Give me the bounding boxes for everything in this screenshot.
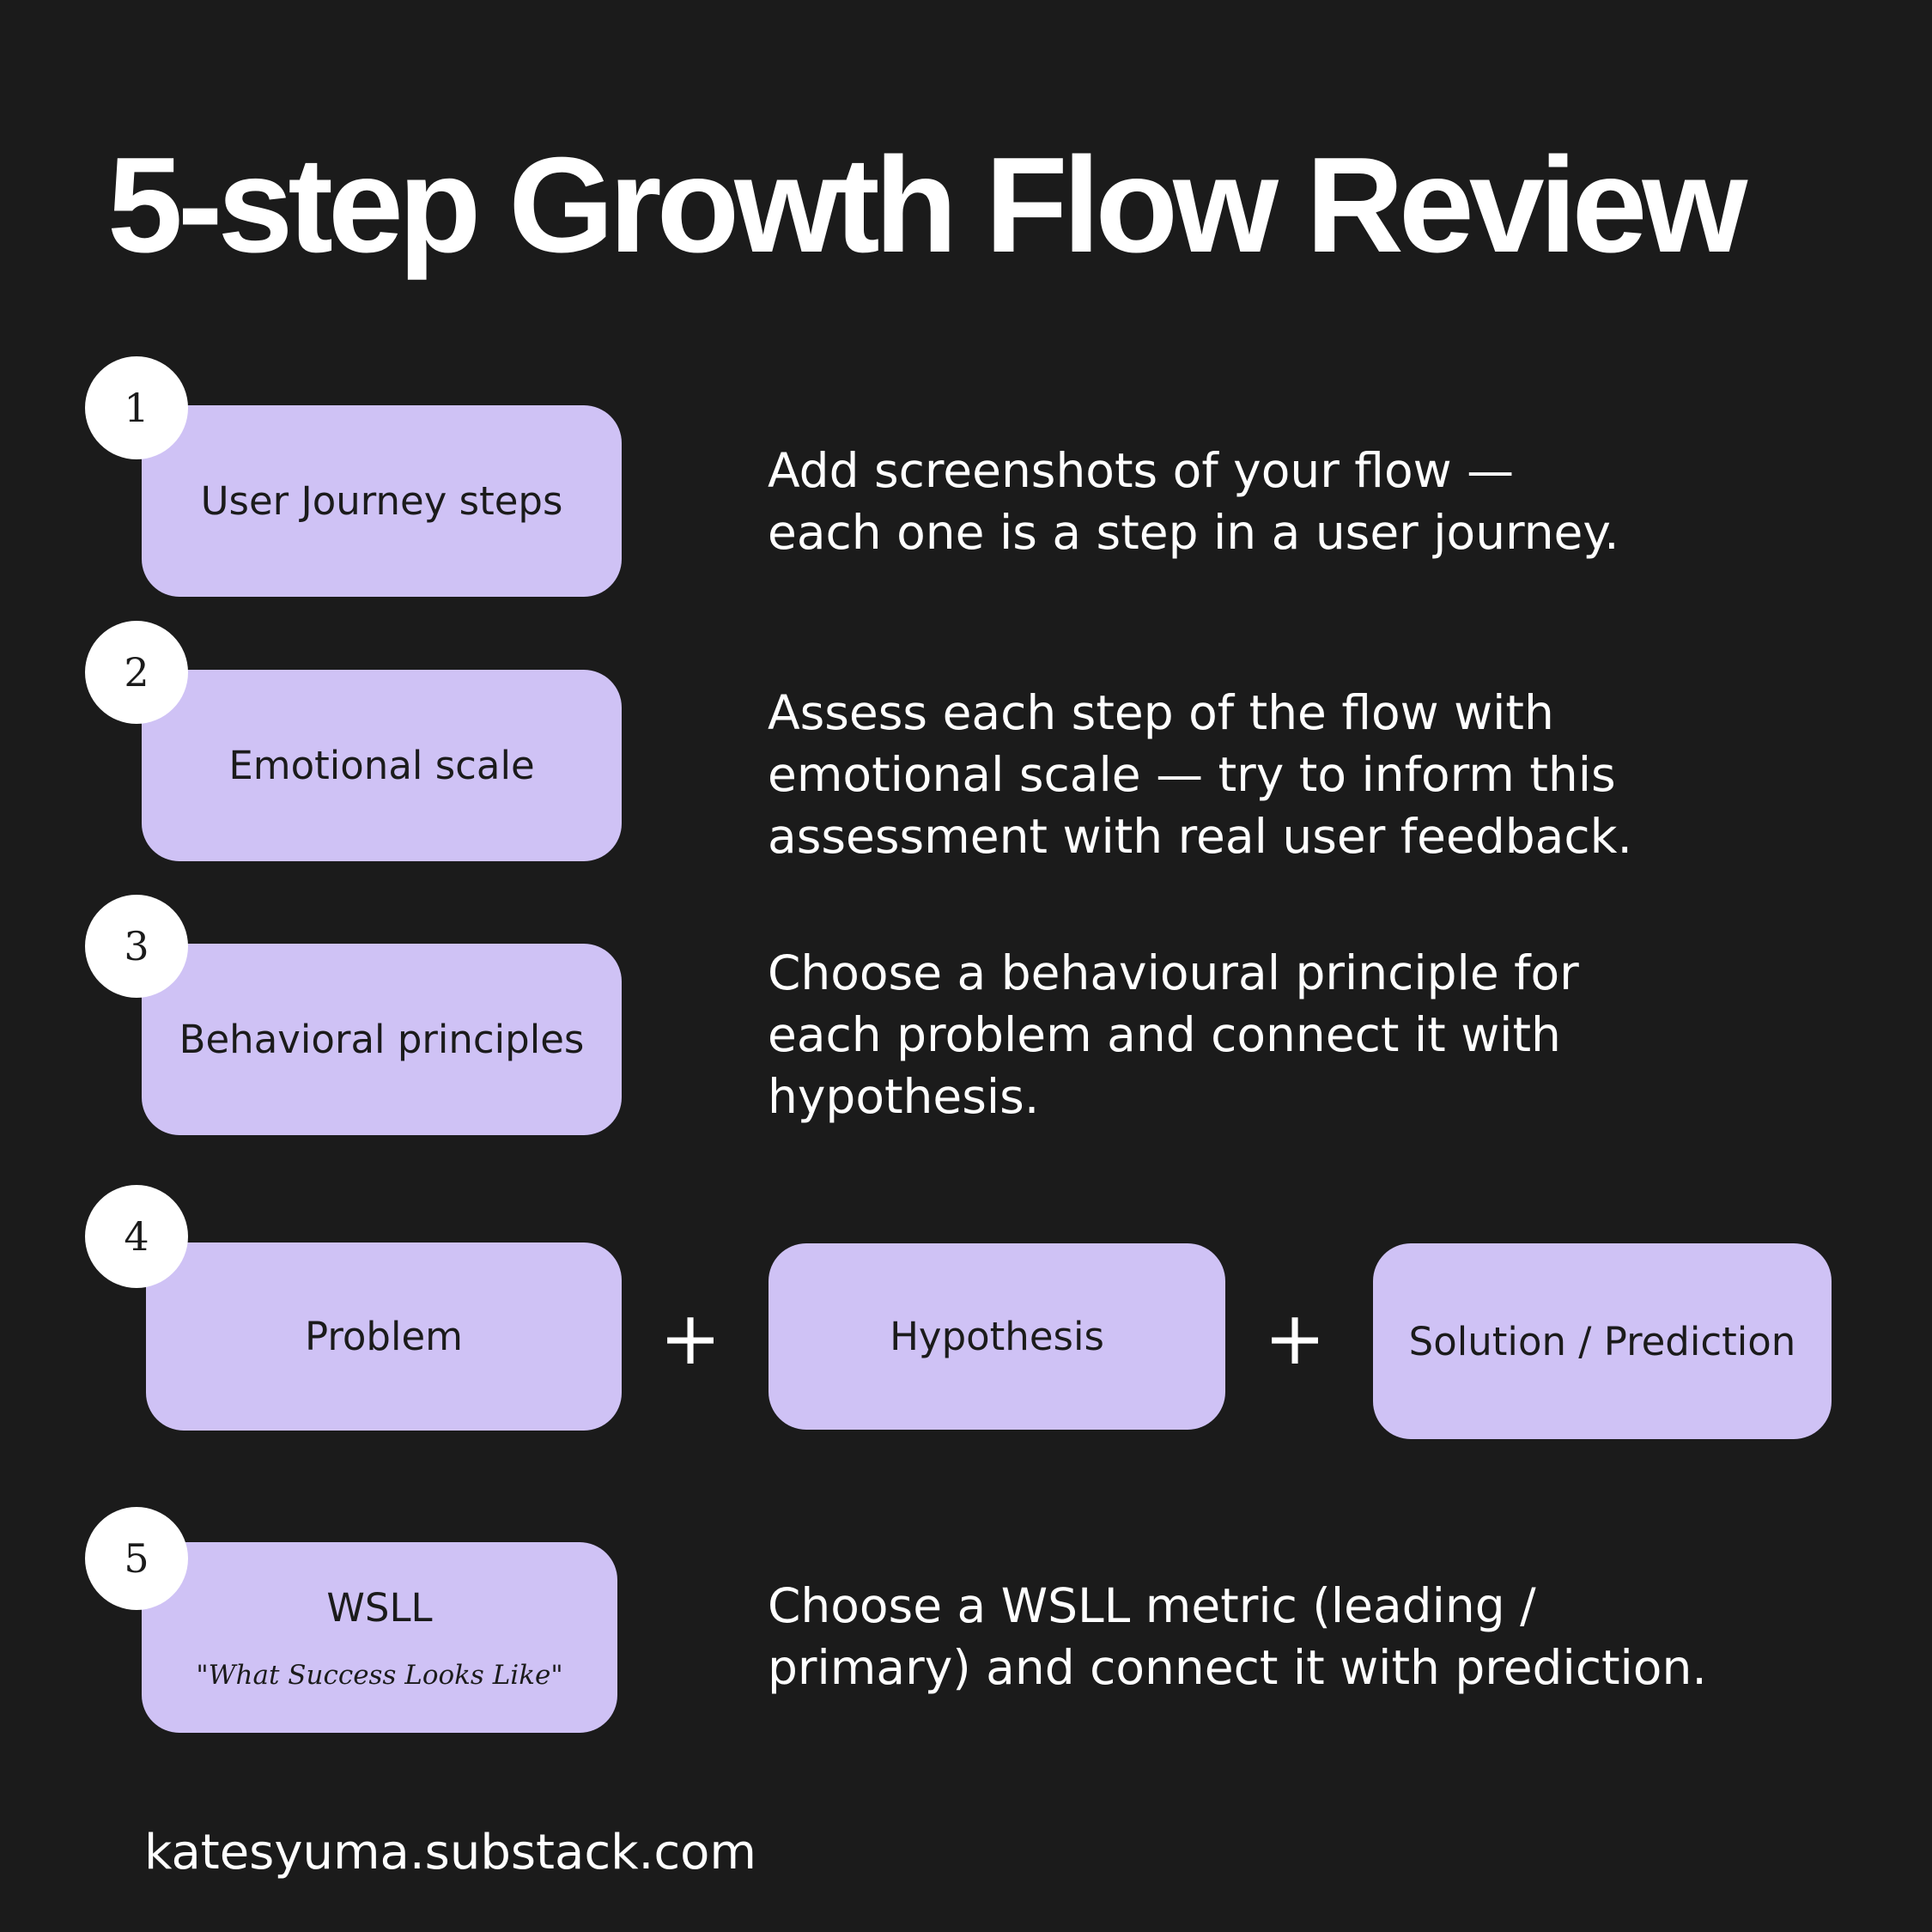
hypothesis-label: Hypothesis bbox=[890, 1314, 1104, 1359]
step-4-number-badge: 4 bbox=[85, 1185, 188, 1288]
step-5-description-line: primary) and connect it with prediction. bbox=[768, 1640, 1707, 1695]
step-5-number-badge: 5 bbox=[85, 1507, 188, 1610]
solution-prediction-label: Solution / Prediction bbox=[1408, 1318, 1796, 1364]
step-1-number-badge: 1 bbox=[85, 356, 188, 459]
step-1-label: User Journey steps bbox=[200, 478, 563, 524]
step-1-description-line: each one is a step in a user journey. bbox=[768, 505, 1619, 560]
page-title: 5-step Growth Flow Review bbox=[107, 130, 1747, 281]
step-1-description: Add screenshots of your flow — each one … bbox=[768, 440, 1619, 563]
step-2-description: Assess each step of the flow with emotio… bbox=[768, 682, 1632, 867]
plus-operator: + bbox=[659, 1296, 722, 1382]
step-5-description-line: Choose a WSLL metric (leading / bbox=[768, 1578, 1536, 1633]
step-2-description-line: emotional scale — try to inform this bbox=[768, 747, 1616, 802]
step-2-description-line: assessment with real user feedback. bbox=[768, 809, 1632, 864]
step-3-number-badge: 3 bbox=[85, 895, 188, 998]
step-3-box: Behavioral principles bbox=[142, 944, 622, 1135]
step-1-box: User Journey steps bbox=[142, 405, 622, 597]
problem-label: Problem bbox=[305, 1314, 463, 1359]
hypothesis-box: Hypothesis bbox=[769, 1243, 1225, 1430]
step-3-description-line: Choose a behavioural principle for bbox=[768, 945, 1579, 1000]
step-3-description: Choose a behavioural principle for each … bbox=[768, 942, 1579, 1127]
step-1-description-line: Add screenshots of your flow — bbox=[768, 443, 1515, 498]
step-3-label: Behavioral principles bbox=[179, 1017, 585, 1062]
step-2-label: Emotional scale bbox=[228, 743, 535, 788]
solution-prediction-box: Solution / Prediction bbox=[1373, 1243, 1832, 1439]
footer-url: katesyuma.substack.com bbox=[144, 1825, 756, 1880]
step-2-description-line: Assess each step of the flow with bbox=[768, 685, 1554, 740]
problem-box: Problem bbox=[146, 1242, 622, 1431]
step-2-box: Emotional scale bbox=[142, 670, 622, 861]
plus-operator: + bbox=[1264, 1296, 1327, 1382]
step-3-description-line: hypothesis. bbox=[768, 1069, 1040, 1124]
step-3-description-line: each problem and connect it with bbox=[768, 1007, 1561, 1062]
step-5-box: WSLL "What Success Looks Like" bbox=[142, 1542, 617, 1733]
step-5-description: Choose a WSLL metric (leading / primary)… bbox=[768, 1575, 1707, 1698]
wsll-sublabel: "What Success Looks Like" bbox=[196, 1659, 563, 1691]
wsll-label: WSLL bbox=[326, 1584, 433, 1631]
step-2-number-badge: 2 bbox=[85, 621, 188, 724]
